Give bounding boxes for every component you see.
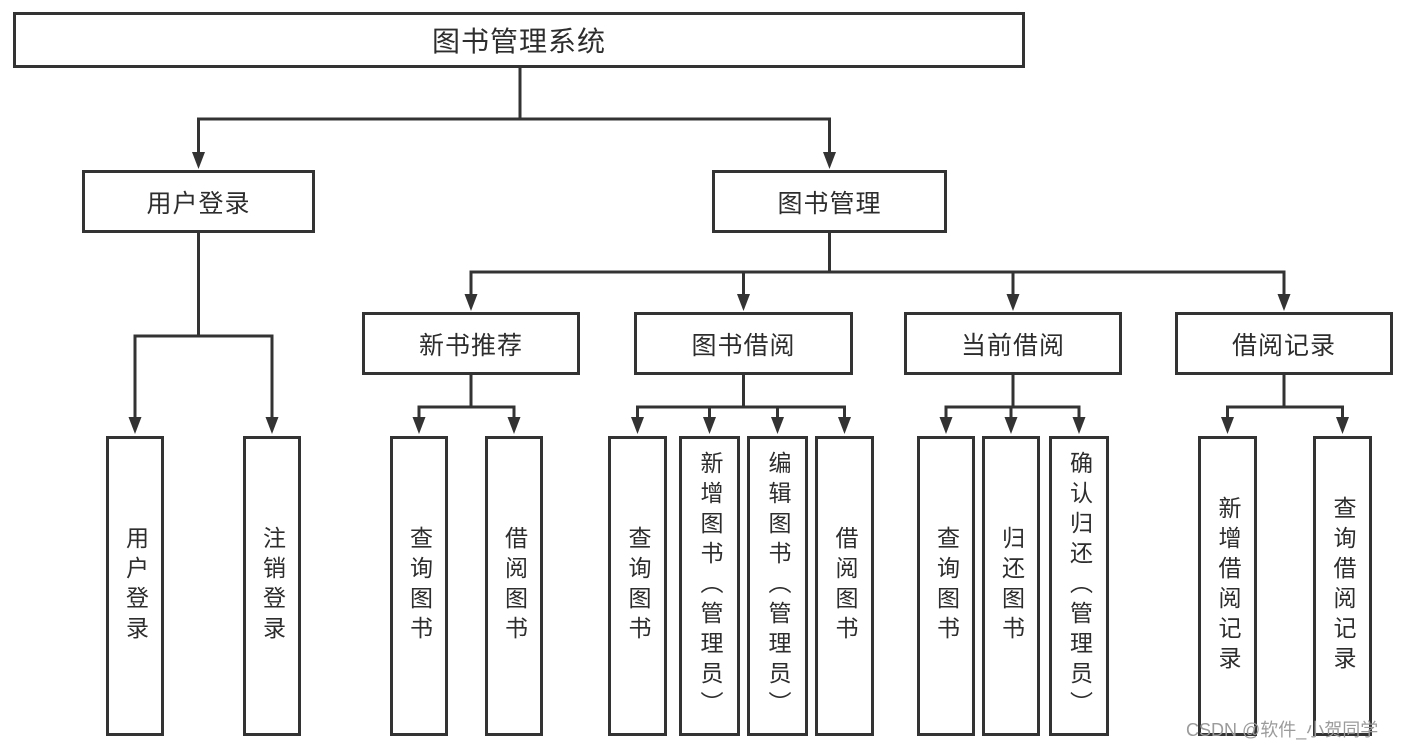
node-label: 查询图书 <box>625 526 651 646</box>
arrowhead-icon <box>771 417 784 434</box>
node-label: 新书推荐 <box>418 331 523 360</box>
arrowheads <box>128 152 1349 434</box>
arrowhead-icon <box>464 294 478 311</box>
leaf-current-confirm-return-admin: 确认归还（管理员） <box>1049 436 1109 736</box>
node-label: 图书管理系统 <box>431 26 606 57</box>
arrowhead-icon <box>192 152 205 169</box>
node-current-borrow: 当前借阅 <box>904 312 1122 375</box>
arrowhead-icon <box>939 417 953 434</box>
node-borrow-records: 借阅记录 <box>1175 312 1393 375</box>
leaf-current-return-books: 归还图书 <box>982 436 1040 736</box>
tree-connector-paths <box>133 68 1344 419</box>
leaf-logout: 注销登录 <box>243 436 301 736</box>
arrowhead-icon <box>507 417 521 434</box>
leaf-borrow-query-books: 查询图书 <box>608 436 667 736</box>
arrowhead-icon <box>1336 417 1349 434</box>
node-label: 借阅记录 <box>1231 331 1336 360</box>
node-label: 当前借阅 <box>960 331 1065 360</box>
arrowhead-icon <box>631 417 644 434</box>
arrowhead-icon <box>1072 417 1086 434</box>
node-label: 归还图书 <box>998 526 1025 646</box>
arrowhead-icon <box>737 294 750 311</box>
node-label: 借阅图书 <box>832 526 858 646</box>
node-root-system: 图书管理系统 <box>13 12 1025 68</box>
node-label: 图书借阅 <box>691 331 796 360</box>
arrowhead-icon <box>1004 417 1018 434</box>
node-label: 确认归还（管理员） <box>1066 451 1093 721</box>
leaf-borrow-borrow-books: 借阅图书 <box>815 436 874 736</box>
node-book-borrow: 图书借阅 <box>634 312 853 375</box>
node-label: 借阅图书 <box>501 526 528 646</box>
leaf-newbook-borrow-books: 借阅图书 <box>485 436 543 736</box>
leaf-borrow-add-books-admin: 新增图书（管理员） <box>679 436 740 736</box>
node-label: 用户登录 <box>122 526 149 646</box>
leaf-borrow-edit-books-admin: 编辑图书（管理员） <box>747 436 808 736</box>
leaf-newbook-query-books: 查询图书 <box>390 436 448 736</box>
arrowhead-icon <box>1006 294 1020 311</box>
connector-path <box>133 68 1344 419</box>
leaf-records-add-record: 新增借阅记录 <box>1198 436 1257 736</box>
node-label: 图书管理 <box>777 189 882 218</box>
node-new-book-recommend: 新书推荐 <box>362 312 580 375</box>
node-user-login: 用户登录 <box>82 170 315 233</box>
leaf-records-query-record: 查询借阅记录 <box>1313 436 1372 736</box>
csdn-watermark: CSDN @软件_小贺同学 <box>1186 720 1379 740</box>
arrowhead-icon <box>823 152 836 169</box>
node-label: 注销登录 <box>259 526 286 646</box>
node-label: 查询图书 <box>406 526 433 646</box>
leaf-current-query-books: 查询图书 <box>917 436 975 736</box>
arrowhead-icon <box>1221 417 1234 434</box>
leaf-user-login: 用户登录 <box>106 436 164 736</box>
arrowhead-icon <box>265 417 279 434</box>
node-label: 编辑图书（管理员） <box>765 451 791 721</box>
arrowhead-icon <box>128 417 142 434</box>
arrowhead-icon <box>838 417 851 434</box>
arrowhead-icon <box>412 417 426 434</box>
node-label: 新增图书（管理员） <box>697 451 723 721</box>
node-label: 查询借阅记录 <box>1330 496 1356 676</box>
arrowhead-icon <box>703 417 716 434</box>
node-label: 新增借阅记录 <box>1215 496 1241 676</box>
node-label: 用户登录 <box>146 189 251 218</box>
arrowhead-icon <box>1277 294 1291 311</box>
node-book-management: 图书管理 <box>712 170 947 233</box>
node-label: 查询图书 <box>933 526 960 646</box>
